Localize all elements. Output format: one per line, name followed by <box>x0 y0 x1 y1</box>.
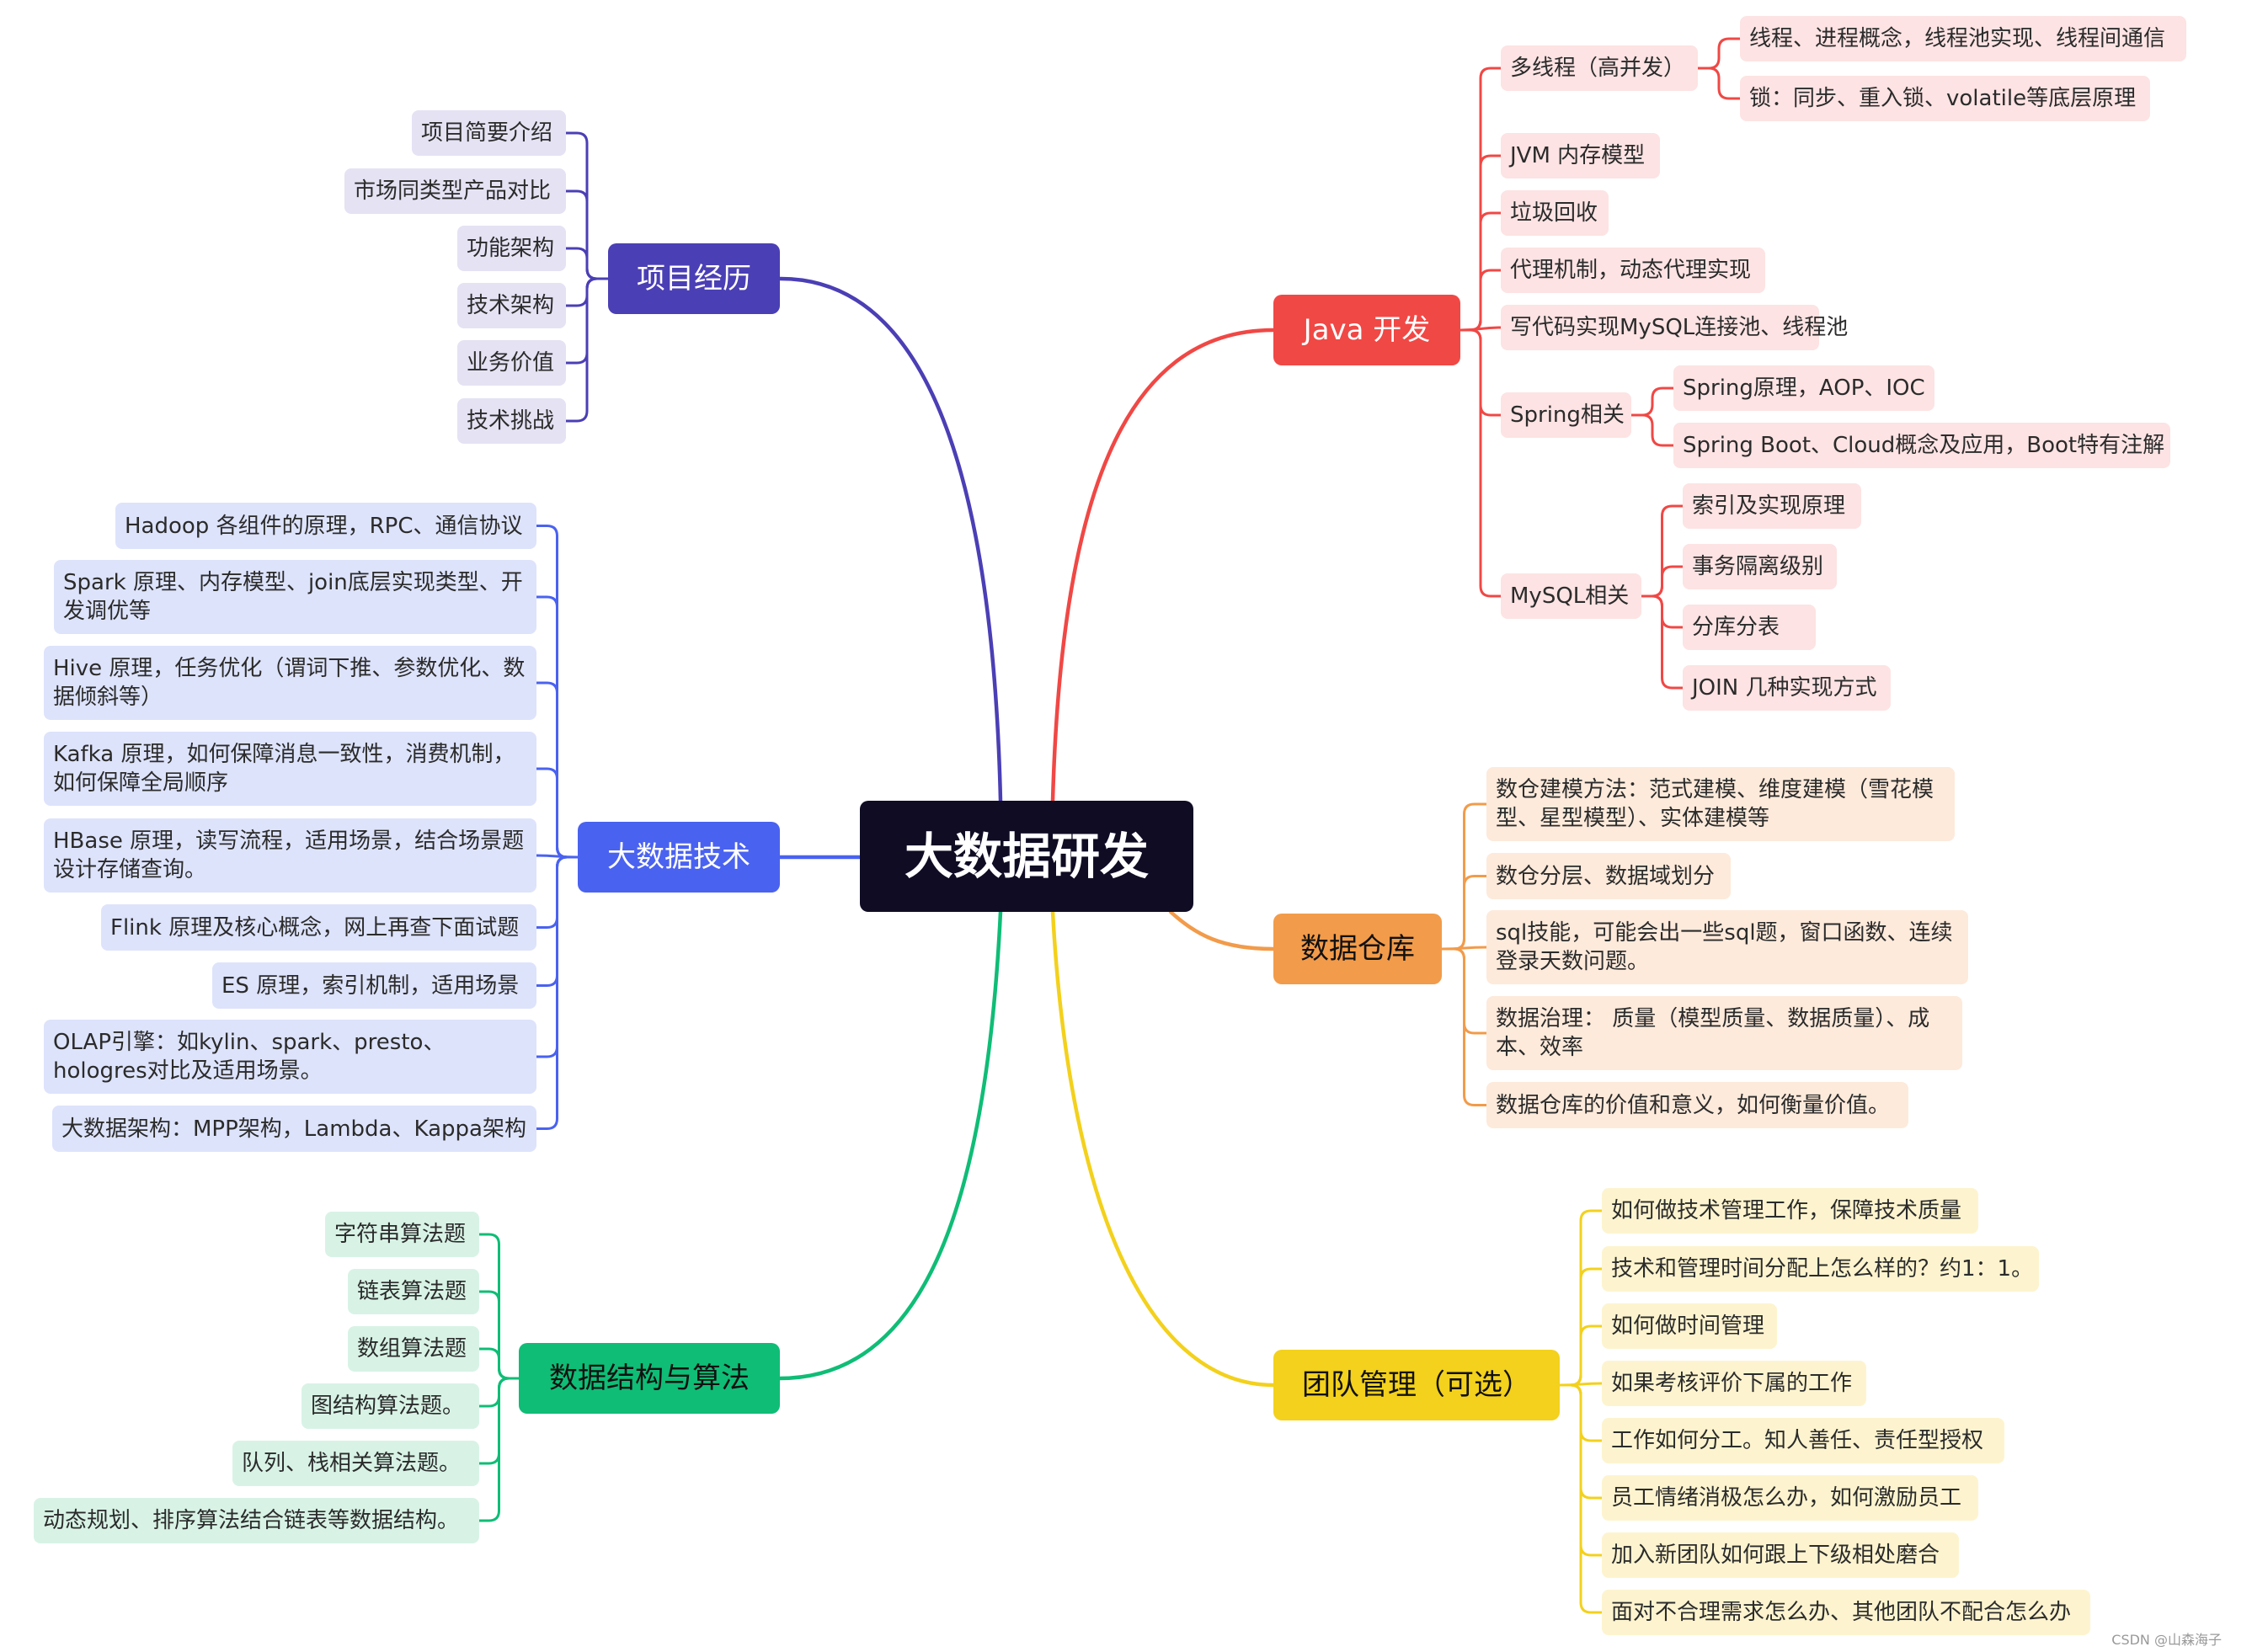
connector-line <box>1459 269 1502 332</box>
leaf-project[interactable]: 技术挑战 <box>457 398 566 444</box>
connector-line <box>1640 594 1684 690</box>
leaf-dw[interactable]: 数仓建模方法：范式建模、维度建模（雪花模型、星型模型）、实体建模等 <box>1486 767 1955 841</box>
java-topic[interactable]: 写代码实现MySQL连接池、线程池 <box>1501 305 1848 350</box>
connector-line <box>535 855 579 1130</box>
connector-line <box>1440 947 1488 1106</box>
connector-line <box>777 276 1003 803</box>
leaf-team[interactable]: 面对不合理需求怎么办、其他团队不配合怎么办 <box>1602 1590 2090 1635</box>
leaf-dw[interactable]: sql技能，可能会出一些sql题，窗口函数、连续登录天数问题。 <box>1486 910 1968 984</box>
branch-dw[interactable]: 数据仓库 <box>1273 914 1442 984</box>
leaf-project[interactable]: 业务价值 <box>457 340 566 386</box>
connector-line <box>1630 386 1675 417</box>
java-subtopic[interactable]: 锁：同步、重入锁、volatile等底层原理 <box>1740 76 2150 121</box>
connector-line <box>1558 1324 1604 1387</box>
leaf-algo[interactable]: 字符串算法题 <box>325 1212 479 1257</box>
leaf-algo[interactable]: 链表算法题 <box>348 1269 479 1314</box>
leaf-team[interactable]: 工作如何分工。知人善任、责任型授权 <box>1602 1418 2004 1463</box>
leaf-project[interactable]: 功能架构 <box>457 226 566 271</box>
connector-line <box>1558 1383 1604 1614</box>
connector-line <box>777 909 1003 1381</box>
java-subtopic[interactable]: Spring原理，AOP、IOC <box>1673 365 1934 411</box>
connector-line <box>1696 37 1742 70</box>
leaf-bigdata[interactable]: HBase 原理，读写流程，适用场景，结合场景题设计存储查询。 <box>44 818 536 893</box>
leaf-team[interactable]: 如果考核评价下属的工作 <box>1602 1361 1866 1406</box>
connector-line <box>478 1347 520 1380</box>
leaf-bigdata[interactable]: Flink 原理及核心概念，网上再查下面试题 <box>101 904 536 951</box>
connector-line <box>1168 909 1276 951</box>
leaf-bigdata[interactable]: Hive 原理，任务优化（谓词下推、参数优化、数据倾斜等） <box>44 646 536 720</box>
java-topic[interactable]: MySQL相关 <box>1501 573 1641 619</box>
java-topic[interactable]: 代理机制，动态代理实现 <box>1501 248 1765 293</box>
leaf-dw[interactable]: 数据治理： 质量（模型质量、数据质量）、成本、效率 <box>1486 996 1962 1070</box>
leaf-algo[interactable]: 队列、栈相关算法题。 <box>232 1441 479 1486</box>
connector-line <box>1696 67 1742 100</box>
leaf-dw[interactable]: 数据仓库的价值和意义，如何衡量价值。 <box>1486 1082 1908 1128</box>
connector-line <box>1440 875 1488 951</box>
java-topic[interactable]: 多线程（高并发） <box>1501 45 1698 91</box>
leaf-team[interactable]: 如何做时间管理 <box>1602 1303 1777 1349</box>
connector-line <box>564 247 610 280</box>
connector-line <box>1459 328 1502 598</box>
leaf-dw[interactable]: 数仓分层、数据域划分 <box>1486 853 1731 899</box>
java-topic[interactable]: 垃圾回收 <box>1501 190 1609 236</box>
branch-java[interactable]: Java 开发 <box>1273 295 1460 365</box>
connector-line <box>1050 909 1276 1388</box>
leaf-bigdata[interactable]: OLAP引擎：如kylin、spark、presto、hologres对比及适用… <box>44 1020 536 1094</box>
connector-line <box>535 767 579 859</box>
leaf-bigdata[interactable]: Hadoop 各组件的原理，RPC、通信协议 <box>115 503 536 549</box>
leaf-algo[interactable]: 动态规划、排序算法结合链表等数据结构。 <box>34 1498 479 1543</box>
java-subtopic[interactable]: Spring Boot、Cloud概念及应用，Boot特有注解 <box>1673 423 2170 468</box>
leaf-bigdata[interactable]: ES 原理，索引机制，适用场景 <box>212 962 536 1009</box>
java-subtopic[interactable]: 分库分表 <box>1683 605 1816 650</box>
java-subtopic[interactable]: 索引及实现原理 <box>1683 483 1861 529</box>
connector-line <box>1640 565 1684 598</box>
leaf-team[interactable]: 技术和管理时间分配上怎么样的？约1：1。 <box>1602 1246 2039 1292</box>
connector-line <box>1050 328 1276 803</box>
branch-team[interactable]: 团队管理（可选） <box>1273 1350 1560 1420</box>
leaf-algo[interactable]: 数组算法题 <box>348 1326 479 1372</box>
branch-project[interactable]: 项目经历 <box>608 243 780 314</box>
leaf-algo[interactable]: 图结构算法题。 <box>302 1383 479 1429</box>
branch-algo[interactable]: 数据结构与算法 <box>519 1343 780 1414</box>
connector-line <box>564 277 610 423</box>
leaf-project[interactable]: 技术架构 <box>457 283 566 328</box>
leaf-project[interactable]: 市场同类型产品对比 <box>344 168 566 214</box>
leaf-team[interactable]: 加入新团队如何跟上下级相处磨合 <box>1602 1532 1959 1578</box>
java-subtopic[interactable]: JOIN 几种实现方式 <box>1683 665 1891 711</box>
watermark: CSDN @山森海子 <box>2111 1632 2222 1648</box>
java-subtopic[interactable]: 事务隔离级别 <box>1683 544 1837 589</box>
branch-bigdata[interactable]: 大数据技术 <box>578 822 780 893</box>
java-subtopic[interactable]: 线程、进程概念，线程池实现、线程间通信 <box>1740 16 2186 61</box>
central-topic[interactable]: 大数据研发 <box>860 801 1193 912</box>
connector-line <box>478 1377 520 1522</box>
leaf-team[interactable]: 员工情绪消极怎么办，如何激励员工 <box>1602 1475 1978 1521</box>
leaf-bigdata[interactable]: Kafka 原理，如何保障消息一致性，消费机制，如何保障全局顺序 <box>44 732 536 806</box>
leaf-bigdata[interactable]: Spark 原理、内存模型、join底层实现类型、开发调优等 <box>54 560 536 634</box>
leaf-project[interactable]: 项目简要介绍 <box>412 110 566 156</box>
leaf-bigdata[interactable]: 大数据架构：MPP架构，Lambda、Kappa架构 <box>52 1106 536 1152</box>
java-topic[interactable]: Spring相关 <box>1501 392 1631 438</box>
java-topic[interactable]: JVM 内存模型 <box>1501 133 1660 179</box>
connector-line <box>1630 413 1675 447</box>
leaf-team[interactable]: 如何做技术管理工作，保障技术质量 <box>1602 1188 1978 1234</box>
